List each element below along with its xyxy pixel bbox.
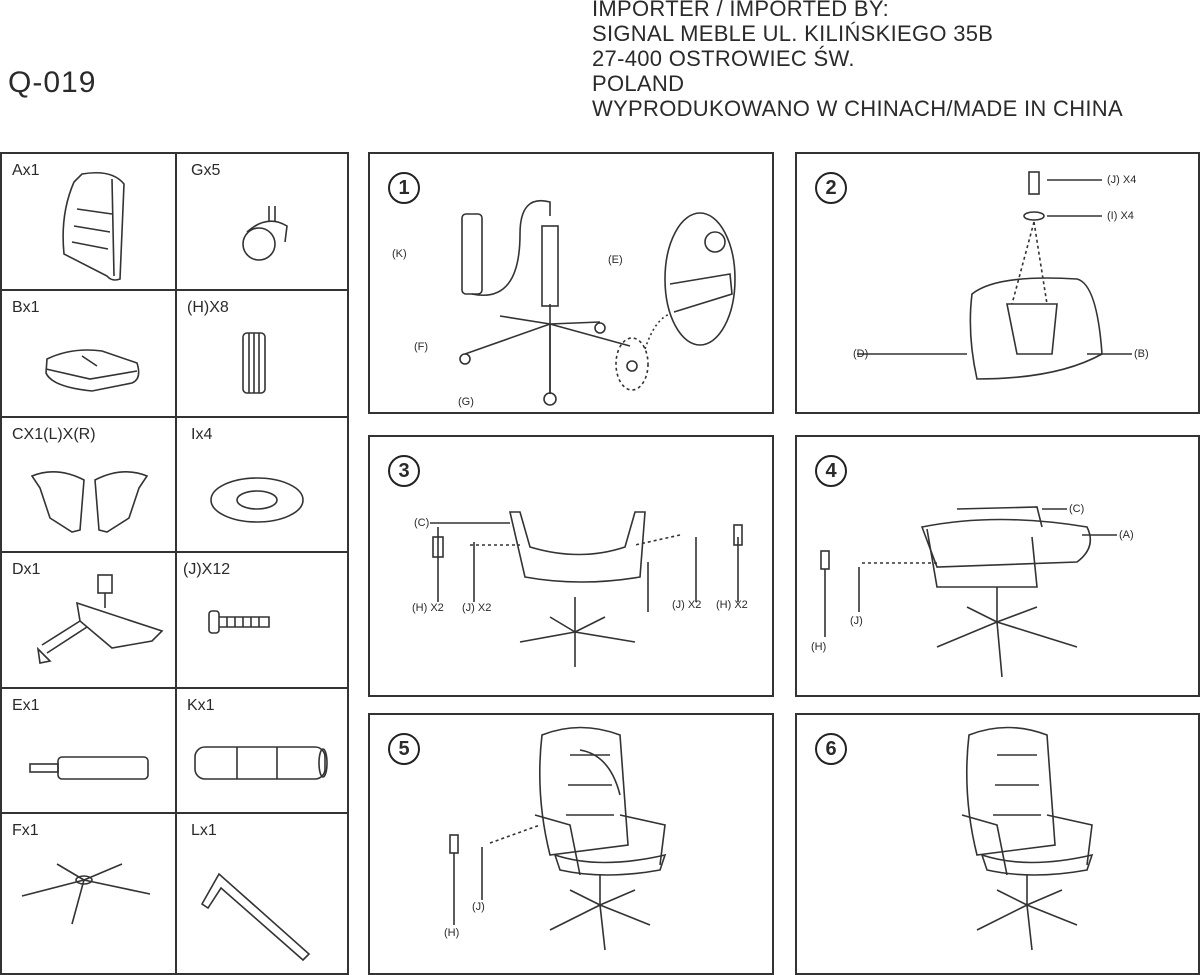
label-b: (B) <box>1134 348 1149 360</box>
part-cell-d: Dx1 <box>0 551 177 689</box>
step-2-illustration <box>857 171 1132 380</box>
step-number: 2 <box>815 172 847 204</box>
label-j-x2-left: (J) X2 <box>462 602 492 614</box>
label-k: (K) <box>392 248 407 260</box>
step-number: 6 <box>815 733 847 765</box>
part-label: Fx1 <box>12 822 39 839</box>
label-j-x2-right: (J) X2 <box>672 599 702 611</box>
part-label: Gx5 <box>191 162 221 179</box>
label-j: (J) <box>472 901 485 913</box>
part-cell-k: Kx1 <box>175 687 349 814</box>
step-4-panel: 4 (C) (A) (J) (H) <box>795 435 1200 697</box>
cap-icon <box>242 332 266 394</box>
part-cell-h: (H)X8 <box>175 289 349 418</box>
part-cell-g: Gx5 <box>175 152 349 291</box>
step-5-illustration <box>449 726 667 951</box>
step-number: 4 <box>815 455 847 487</box>
part-cell-j: (J)X12 <box>175 551 349 689</box>
importer-line: 27-400 OSTROWIEC ŚW. <box>592 46 855 71</box>
part-label: Ax1 <box>12 162 40 179</box>
label-e: (E) <box>608 254 623 266</box>
step-5-panel: 5 (J) (H) <box>368 713 774 975</box>
armrests-icon <box>30 471 149 533</box>
label-g: (G) <box>458 396 474 408</box>
step-6-illustration <box>961 726 1094 951</box>
part-cell-b: Bx1 <box>0 289 177 418</box>
gas-lift-icon <box>29 756 149 780</box>
label-d: (D) <box>853 348 869 360</box>
importer-line: POLAND <box>592 71 685 96</box>
part-cell-l: Lx1 <box>175 812 349 975</box>
part-label: CX1(L)X(R) <box>12 426 96 443</box>
backrest-icon <box>62 171 125 281</box>
label-c: (C) <box>1069 503 1085 515</box>
part-label: (H)X8 <box>187 299 229 316</box>
importer-line: IMPORTER / IMPORTED BY: <box>592 0 890 21</box>
label-j: (J) <box>850 615 863 627</box>
seat-icon <box>45 349 140 392</box>
step-4-illustration <box>820 506 1117 678</box>
label-i-x4: (I) X4 <box>1107 210 1134 222</box>
caster-icon <box>242 206 288 261</box>
part-label: (J)X12 <box>183 561 231 578</box>
part-cell-i: Ix4 <box>175 416 349 553</box>
step-1-panel: 1 (K) (E) (F) (G) <box>368 152 774 414</box>
allen-key-icon <box>200 872 311 962</box>
label-h: (H) <box>444 927 460 939</box>
label-h-x2-right: (H) X2 <box>716 599 748 611</box>
part-cell-f: Fx1 <box>0 812 177 975</box>
label-h-x2-left: (H) X2 <box>412 602 444 614</box>
label-c: (C) <box>414 517 430 529</box>
label-h: (H) <box>811 641 827 653</box>
step-6-panel: 6 <box>795 713 1200 975</box>
part-label: Bx1 <box>12 299 40 316</box>
part-label: Dx1 <box>12 561 41 578</box>
base-icon <box>21 863 151 925</box>
part-cell-c: CX1(L)X(R) <box>0 416 177 553</box>
step-number: 1 <box>388 172 420 204</box>
step-3-illustration <box>430 511 743 667</box>
part-cell-a: Ax1 <box>0 152 177 291</box>
importer-line: WYPRODUKOWANO W CHINACH/MADE IN CHINA <box>592 96 1123 121</box>
step-number: 5 <box>388 733 420 765</box>
step-number: 3 <box>388 455 420 487</box>
label-a: (A) <box>1119 529 1134 541</box>
part-cell-e: Ex1 <box>0 687 177 814</box>
bolt-icon <box>208 610 270 634</box>
part-label: Lx1 <box>191 822 217 839</box>
cover-icon <box>194 746 328 780</box>
importer-info: IMPORTER / IMPORTED BY: SIGNAL MEBLE UL.… <box>592 0 1123 121</box>
part-label: Ex1 <box>12 697 40 714</box>
model-number: Q-019 <box>8 66 97 99</box>
label-f: (F) <box>414 341 429 353</box>
mechanism-icon <box>36 574 164 664</box>
part-label: Ix4 <box>191 426 213 443</box>
step-3-panel: 3 (C) (H) X2 (J) X2 (J) X2 (H) X2 <box>368 435 774 697</box>
step-2-panel: 2 (J) X4 (I) X4 (D) (B) <box>795 152 1200 414</box>
label-j-x4: (J) X4 <box>1107 174 1137 186</box>
step-1-illustration <box>459 199 736 406</box>
part-label: Kx1 <box>187 697 215 714</box>
washer-icon <box>210 477 304 523</box>
importer-line: SIGNAL MEBLE UL. KILIŃSKIEGO 35B <box>592 21 994 46</box>
